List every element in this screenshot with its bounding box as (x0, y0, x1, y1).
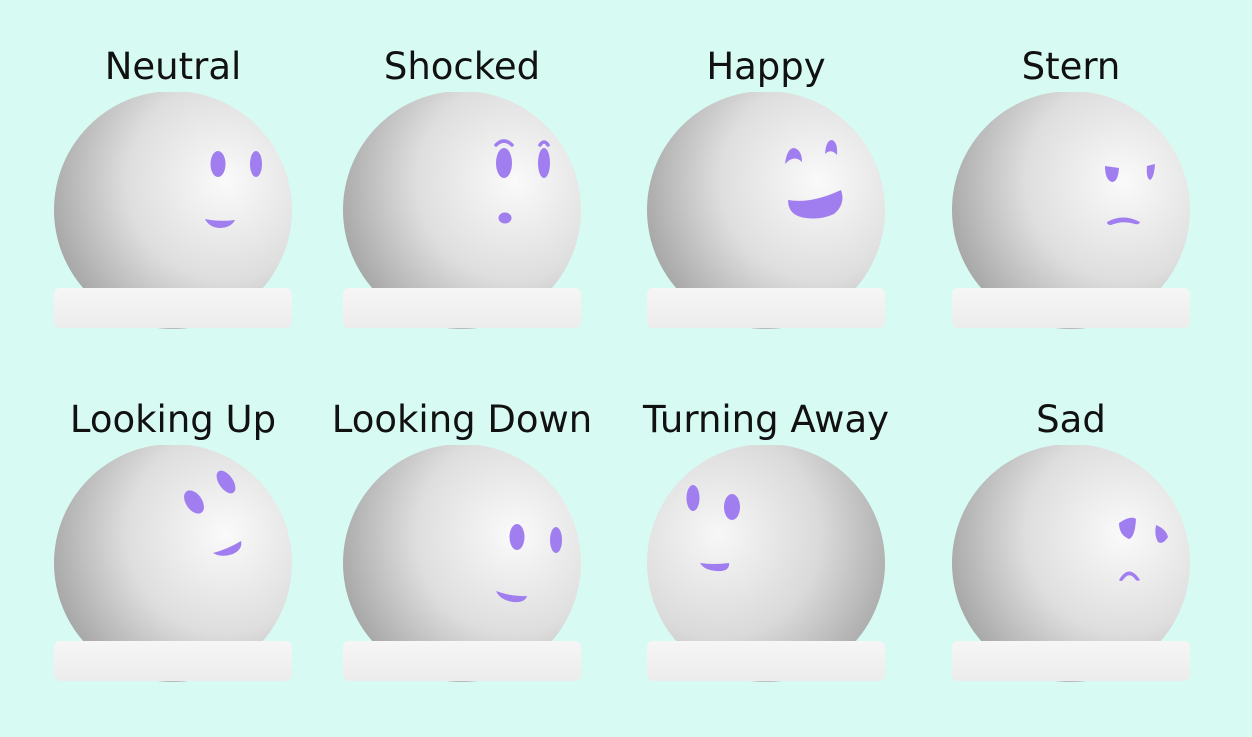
face-card-looking-down: Looking Down (312, 397, 612, 737)
left-eye (210, 151, 226, 177)
pedestal-base (54, 641, 292, 681)
sphere-happy (647, 92, 885, 329)
face-card-shocked: Shocked (312, 44, 612, 384)
face-card-sad: Sad (921, 397, 1221, 737)
right-eye (550, 527, 562, 553)
face-label: Happy (706, 45, 826, 88)
sphere-looking-down (343, 445, 581, 682)
right-eye (825, 140, 838, 155)
pedestal-base (952, 641, 1190, 681)
pedestal-base (343, 288, 581, 328)
left-brow (494, 139, 514, 147)
sphere-shocked (343, 92, 581, 329)
face-card-looking-up: Looking Up (23, 397, 323, 737)
left-eye (785, 148, 802, 164)
mouth (498, 212, 512, 224)
left-eye (184, 490, 204, 514)
pedestal-base (647, 288, 885, 328)
sphere-looking-up (54, 445, 292, 682)
mouth (213, 541, 242, 556)
face-label: Stern (1021, 45, 1121, 88)
face-card-happy: Happy (616, 44, 916, 384)
face-card-neutral: Neutral (23, 44, 323, 384)
mouth (788, 190, 843, 219)
left-eye (1105, 166, 1119, 182)
mouth (700, 563, 730, 572)
pedestal-base (343, 641, 581, 681)
left-eye (509, 524, 525, 550)
sphere-neutral (54, 92, 292, 329)
right-eye (724, 494, 740, 520)
mouth (496, 591, 527, 603)
face-label: Turning Away (642, 398, 890, 441)
pedestal-base (647, 641, 885, 681)
right-eye (216, 470, 236, 494)
face-label: Sad (1036, 398, 1106, 441)
mouth (1107, 217, 1140, 225)
face-card-stern: Stern (921, 44, 1221, 384)
sphere-turning-away (647, 445, 885, 682)
pedestal-base (952, 288, 1190, 328)
left-eye (1119, 517, 1136, 539)
mouth (205, 219, 235, 228)
mouth (1119, 571, 1140, 581)
right-brow (538, 140, 550, 147)
face-card-turning-away: Turning Away (616, 397, 916, 737)
right-eye (1146, 164, 1155, 180)
sphere-sad (952, 445, 1190, 682)
face-label: Looking Down (331, 398, 593, 441)
left-eye (496, 148, 512, 178)
left-eye (686, 485, 700, 511)
right-eye (538, 148, 550, 178)
face-label: Shocked (383, 45, 541, 88)
right-eye (1155, 525, 1168, 543)
face-label: Looking Up (69, 398, 277, 441)
sphere-stern (952, 92, 1190, 329)
face-label: Neutral (104, 45, 242, 88)
pedestal-base (54, 288, 292, 328)
right-eye (250, 151, 262, 177)
